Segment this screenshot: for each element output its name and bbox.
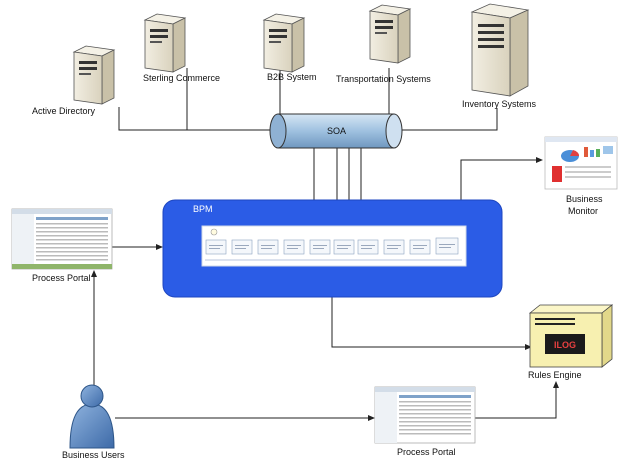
soa-label: SOA [327, 126, 346, 136]
sterling-commerce-node: Sterling Commerce [143, 13, 220, 83]
server-icon [470, 3, 530, 97]
inventory-systems-node: Inventory Systems [462, 3, 537, 109]
business-users-node: Business Users [62, 384, 125, 460]
connector-bottomportal-rules [474, 383, 557, 419]
sterling-commerce-label: Sterling Commerce [143, 73, 220, 83]
business-monitor-label-line1: Business [566, 194, 603, 204]
connector-bpm-monitor [460, 159, 541, 201]
server-icon [73, 45, 115, 105]
business-monitor-label-line2: Monitor [568, 206, 598, 216]
process-portal-bottom-node: Process Portal [374, 386, 476, 457]
active-directory-label: Active Directory [32, 106, 96, 116]
transportation-systems-label: Transportation Systems [336, 74, 431, 84]
bpm-label: BPM [193, 204, 213, 214]
bpm-node: BPM [162, 199, 503, 298]
rules-engine-box: ILOG [528, 304, 614, 368]
active-directory-node: Active Directory [32, 45, 115, 116]
arrow-to-left-portal [91, 270, 97, 277]
inventory-systems-label: Inventory Systems [462, 99, 537, 109]
arrow-to-rules [525, 344, 532, 350]
business-monitor-node: Business Monitor [544, 136, 618, 216]
arrow-to-bottom-portal [368, 415, 375, 421]
business-users-label: Business Users [62, 450, 125, 460]
portal-screenshot [374, 386, 476, 444]
bulb-icon [210, 228, 218, 236]
rules-engine-node: ILOG Rules Engine [528, 304, 614, 380]
ilog-logo: ILOG [554, 340, 576, 350]
connector-active-directory [118, 107, 276, 131]
arrowheads [91, 157, 559, 421]
soa-pipe-left-cap [269, 113, 287, 149]
portal-screenshot [11, 208, 113, 270]
server-icon [144, 13, 186, 73]
user-icon [69, 384, 115, 449]
process-portal-left-label: Process Portal [32, 273, 91, 283]
server-icon [369, 4, 411, 64]
b2b-system-label: B2B System [267, 72, 317, 82]
arrow-to-monitor [536, 157, 543, 163]
connector-inventory [398, 108, 498, 131]
process-step-lines [209, 244, 455, 249]
process-portal-left-node: Process Portal [11, 208, 113, 283]
soa-pipe-right-cap [385, 113, 403, 149]
server-icon [263, 13, 305, 73]
process-portal-bottom-label: Process Portal [397, 447, 456, 457]
soa-pipe: SOA [269, 113, 403, 149]
dashboard-screenshot [544, 136, 618, 190]
process-steps [205, 228, 459, 255]
connector-bpm-rules [331, 297, 530, 348]
rules-engine-label: Rules Engine [528, 370, 582, 380]
connectors [93, 68, 557, 419]
arrow-to-rules-bottom [553, 381, 559, 388]
b2b-system-node: B2B System [263, 13, 317, 82]
transportation-systems-node: Transportation Systems [336, 4, 431, 84]
arrow-to-bpm [156, 244, 163, 250]
